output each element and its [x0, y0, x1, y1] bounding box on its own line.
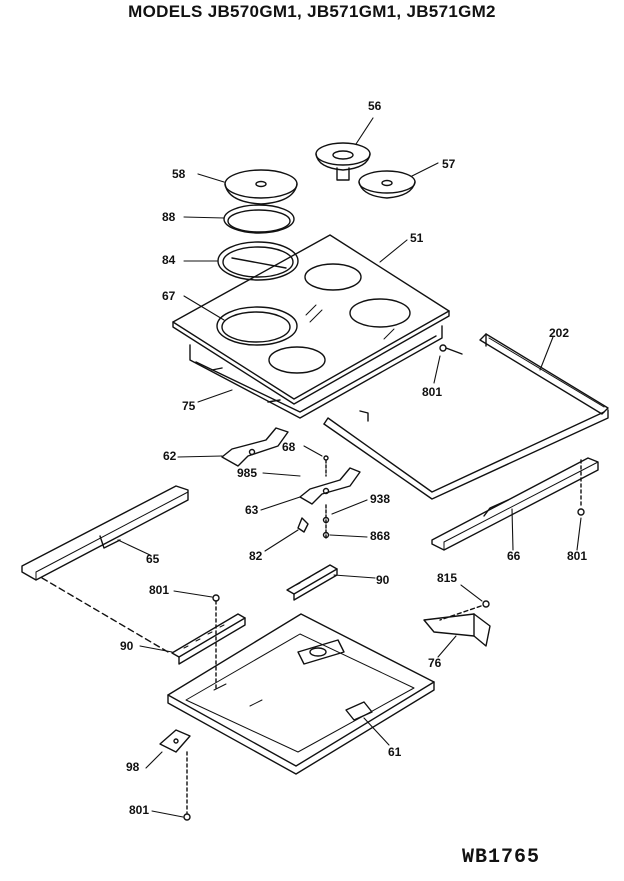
callout-labels: 56 58 57 88 51 84 67 202 801 75 62 68 98… [120, 99, 587, 817]
drip-pan-57 [358, 170, 416, 199]
assembly-line-right [439, 605, 482, 621]
callout-202: 202 [549, 326, 569, 340]
screw-801-upper [439, 344, 463, 355]
callout-801-bottom: 801 [129, 803, 149, 817]
leader-lines [117, 117, 582, 818]
burner-cap-56 [315, 142, 371, 181]
hardware-stack [297, 455, 330, 541]
bottom-pan-61 [167, 613, 435, 775]
side-rail-66 [431, 457, 599, 551]
assembly-line-left [41, 577, 169, 653]
ring-88 [223, 204, 295, 234]
terminal-block-90-upper [286, 564, 338, 601]
bracket-63 [299, 467, 361, 505]
side-trim-202 [479, 333, 609, 415]
callout-63: 63 [245, 503, 259, 517]
bracket-62 [221, 427, 289, 467]
screw-815 [482, 600, 490, 608]
cooktop-frame-75 [189, 325, 443, 419]
diagram-code: WB1765 [462, 846, 541, 869]
bracket-76 [423, 613, 491, 647]
callout-67: 67 [162, 289, 176, 303]
front-frame [323, 409, 609, 500]
callout-56: 56 [368, 99, 382, 113]
diagram-title: MODELS JB570GM1, JB571GM1, JB571GM2 [128, 2, 496, 21]
screw-801-right [577, 459, 585, 516]
callout-985: 985 [237, 466, 257, 480]
callout-76: 76 [428, 656, 442, 670]
callout-61: 61 [388, 745, 402, 759]
callout-90-upper: 90 [376, 573, 390, 587]
side-rail-65 [21, 485, 189, 581]
callout-84: 84 [162, 253, 176, 267]
drip-pan-58 [224, 169, 298, 205]
callout-82: 82 [249, 549, 263, 563]
cooktop-glass-51 [172, 234, 450, 405]
callout-65: 65 [146, 552, 160, 566]
callout-66: 66 [507, 549, 521, 563]
callout-90-lower: 90 [120, 639, 134, 653]
callout-815: 815 [437, 571, 457, 585]
callout-98: 98 [126, 760, 140, 774]
callout-938: 938 [370, 492, 390, 506]
callout-801-right: 801 [567, 549, 587, 563]
callout-801-left: 801 [149, 583, 169, 597]
screw-801-bottom [183, 751, 191, 821]
callout-88: 88 [162, 210, 176, 224]
callout-868: 868 [370, 529, 390, 543]
callout-68: 68 [282, 440, 296, 454]
screw-801-left [212, 594, 220, 691]
callout-62: 62 [163, 449, 177, 463]
callout-57: 57 [442, 157, 456, 171]
clip-98 [159, 729, 191, 753]
terminal-block-90-lower [171, 613, 246, 665]
callout-58: 58 [172, 167, 186, 181]
callout-75: 75 [182, 399, 196, 413]
callout-801-upper: 801 [422, 385, 442, 399]
callout-51: 51 [410, 231, 424, 245]
